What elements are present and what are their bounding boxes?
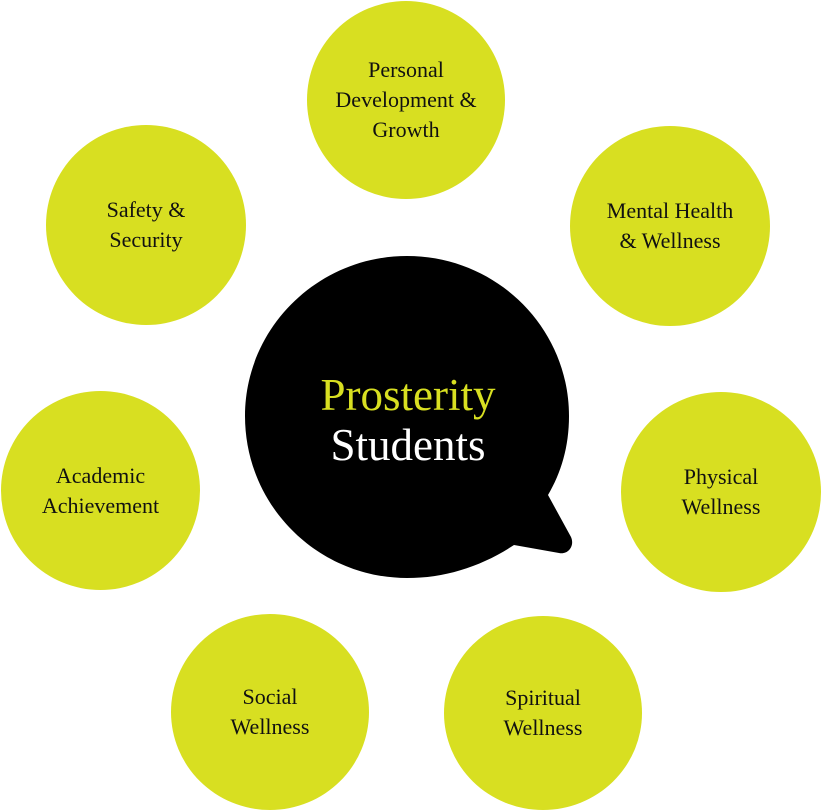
node-label-line: Wellness bbox=[230, 714, 310, 739]
center-subtitle: Students bbox=[330, 420, 486, 470]
node-label-line: Safety & bbox=[106, 197, 186, 222]
node-label-line: Growth bbox=[372, 117, 440, 142]
node-social-wellness: Social Wellness bbox=[171, 614, 369, 810]
node-label: Physical Wellness bbox=[682, 462, 761, 522]
center-label: Prosterity Students bbox=[248, 370, 568, 470]
node-safety-security: Safety & Security bbox=[46, 125, 246, 325]
node-spiritual-wellness: Spiritual Wellness bbox=[444, 616, 642, 810]
node-label-line: Development & bbox=[335, 87, 477, 112]
node-personal-development: Personal Development & Growth bbox=[307, 1, 505, 199]
node-label-line: Spiritual bbox=[505, 685, 581, 710]
node-mental-health: Mental Health & Wellness bbox=[570, 126, 770, 326]
node-label-line: Social bbox=[242, 684, 298, 709]
node-label-line: Academic bbox=[55, 462, 146, 488]
node-physical-wellness: Physical Wellness bbox=[621, 392, 821, 592]
node-academic-achievement: Academic Achievement bbox=[1, 391, 200, 590]
center-title: Prosterity bbox=[320, 370, 496, 420]
node-label-line: Personal bbox=[368, 57, 444, 82]
node-label: Spiritual Wellness bbox=[504, 683, 583, 743]
node-label: Mental Health & Wellness bbox=[607, 196, 733, 256]
node-label: Personal Development & Growth bbox=[335, 55, 476, 145]
node-label-line: Achievement bbox=[41, 492, 160, 518]
speech-bubble-shape bbox=[245, 256, 573, 578]
node-label-line: Mental Health bbox=[606, 198, 734, 223]
node-label-line: Wellness bbox=[681, 494, 761, 519]
node-label-line: Wellness bbox=[503, 715, 583, 740]
node-label: Social Wellness bbox=[231, 682, 310, 742]
node-label-line: Security bbox=[109, 227, 183, 252]
node-label: Academic Achievement bbox=[42, 461, 159, 521]
node-label-line: & Wellness bbox=[619, 228, 721, 253]
node-label: Safety & Security bbox=[107, 195, 186, 255]
node-label-line: Physical bbox=[683, 464, 759, 489]
